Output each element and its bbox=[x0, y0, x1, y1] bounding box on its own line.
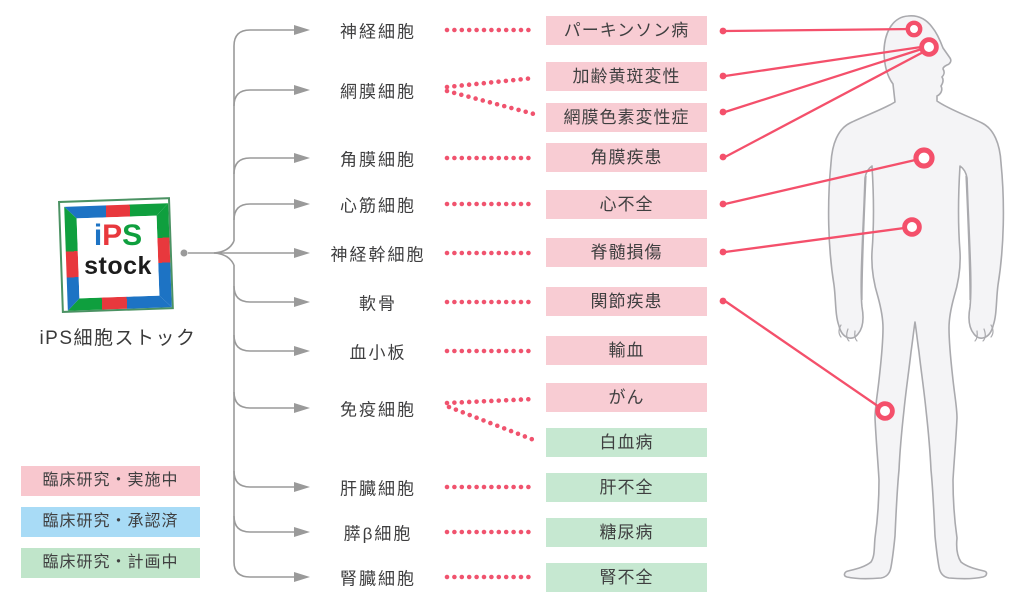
body-marker-knee bbox=[875, 401, 895, 421]
disease-box-parkinson: パーキンソン病 bbox=[546, 16, 707, 45]
disease-box-transfusion: 輸血 bbox=[546, 336, 707, 365]
disease-box-amd: 加齢黄斑変性 bbox=[546, 62, 707, 91]
logo-letter-s: S bbox=[122, 219, 143, 252]
cell-label-neural-stem: 神経幹細胞 bbox=[330, 245, 426, 265]
left-arm-gap-line bbox=[861, 175, 867, 301]
legend-clinical-ongoing: 臨床研究・実施中 bbox=[21, 466, 200, 496]
branch-arrowheads bbox=[294, 25, 310, 582]
cell-label-kidney: 腎臓細胞 bbox=[340, 569, 416, 589]
body-marker-spine bbox=[902, 217, 922, 237]
ips-stock-logo-text: iPS stock bbox=[76, 221, 160, 279]
right-hand-fingers bbox=[974, 324, 994, 342]
logo-letter-p: P bbox=[102, 219, 123, 252]
cell-label-cornea: 角膜細胞 bbox=[340, 150, 416, 170]
cell-label-platelet: 血小板 bbox=[349, 343, 407, 363]
cell-label-liver: 肝臓細胞 bbox=[340, 479, 416, 499]
cell-label-cartilage: 軟骨 bbox=[359, 294, 397, 314]
cell-label-beta: 膵β細胞 bbox=[343, 524, 413, 544]
body-marker-heart bbox=[913, 147, 935, 169]
disease-box-leukemia: 白血病 bbox=[546, 428, 707, 457]
legend-clinical-approved: 臨床研究・承認済 bbox=[21, 507, 200, 537]
logo-line-stock: stock bbox=[84, 252, 152, 280]
disease-box-heart: 心不全 bbox=[546, 190, 707, 219]
body-marker-eye bbox=[919, 37, 939, 57]
body-marker-brain bbox=[905, 20, 923, 38]
logo-letter-i: i bbox=[93, 219, 103, 252]
legend-clinical-planned: 臨床研究・計画中 bbox=[21, 548, 200, 578]
disease-box-retinitis: 網膜色素変性症 bbox=[546, 103, 707, 132]
left-hand-fingers bbox=[838, 324, 858, 342]
dotted-connectors bbox=[444, 27, 537, 580]
logo-line-ips: iPS bbox=[76, 221, 160, 251]
disease-box-spinal: 脊髄損傷 bbox=[546, 238, 707, 267]
tree-root-dot bbox=[180, 249, 188, 257]
right-arm-gap-line bbox=[965, 175, 971, 301]
body-markers bbox=[875, 20, 939, 421]
cell-label-immune: 免疫細胞 bbox=[340, 400, 416, 420]
body-connectors bbox=[719, 27, 930, 412]
branch-tree bbox=[180, 29, 294, 578]
disease-box-cancer: がん bbox=[546, 383, 707, 412]
cell-label-neuron: 神経細胞 bbox=[340, 22, 416, 42]
disease-box-kidney: 腎不全 bbox=[546, 563, 707, 592]
disease-box-joint: 関節疾患 bbox=[546, 287, 707, 316]
cell-label-cardiomyocyte: 心筋細胞 bbox=[340, 196, 416, 216]
disease-box-cornea: 角膜疾患 bbox=[546, 143, 707, 172]
disease-box-diabetes: 糖尿病 bbox=[546, 518, 707, 547]
ips-stock-logo-frame bbox=[58, 197, 174, 313]
human-body-silhouette bbox=[827, 15, 1005, 580]
disease-box-liver: 肝不全 bbox=[546, 473, 707, 502]
logo-caption: iPS細胞ストック bbox=[39, 328, 197, 349]
cell-label-retina: 網膜細胞 bbox=[340, 82, 416, 102]
